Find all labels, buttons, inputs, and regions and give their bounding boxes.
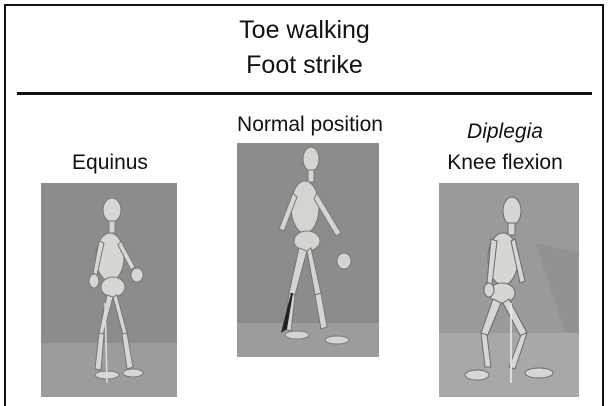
photo-equinus-mannequin — [41, 183, 177, 397]
caption-normal-position: Normal position — [215, 113, 405, 137]
caption-equinus: Equinus — [40, 151, 180, 175]
caption-knee-flexion: Knee flexion — [420, 151, 590, 175]
photo-normal-position-mannequin — [237, 143, 379, 357]
photo-knee-flexion-mannequin — [439, 183, 579, 397]
caption-diplegia: Diplegia — [430, 120, 580, 144]
title-line-1: Toe walking — [0, 16, 609, 44]
title-line-2: Foot strike — [0, 51, 609, 79]
header-divider — [17, 92, 592, 95]
